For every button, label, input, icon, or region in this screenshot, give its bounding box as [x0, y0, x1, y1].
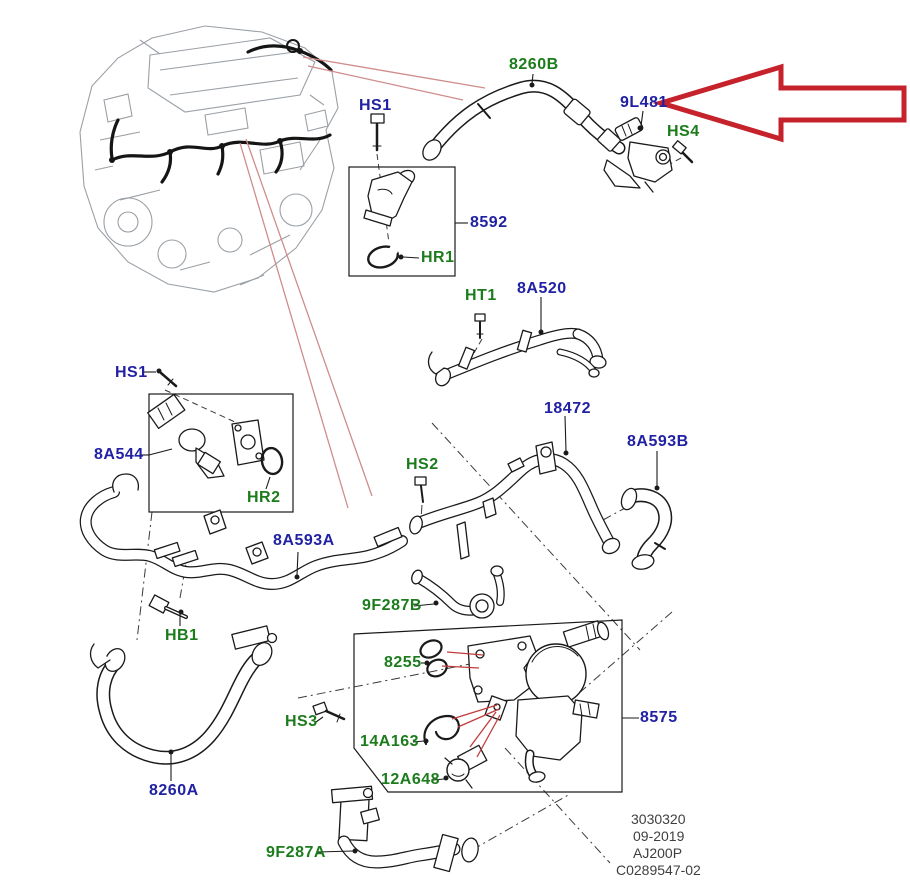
part-label-HS1-top: HS1 [359, 97, 392, 114]
part-9L481-connector [603, 117, 673, 193]
part-label-HS2: HS2 [406, 456, 439, 473]
part-8A544-connector [147, 393, 284, 479]
part-label-8A593A: 8A593A [273, 532, 335, 549]
part-label-18472: 18472 [544, 400, 591, 417]
part-14A163-clip [423, 714, 460, 746]
part-label-9L481: 9L481 [620, 94, 668, 111]
part-HS2-bolt [414, 476, 427, 503]
part-HS4-bolt [671, 140, 694, 164]
bolt-alignment-dashes [164, 153, 682, 429]
part-label-HS3: HS3 [285, 713, 318, 730]
part-label-8260B: 8260B [509, 56, 559, 73]
footer-line-3: AJ200P [633, 845, 683, 861]
part-HS1-top-bolt [370, 113, 385, 152]
engine-hoses [109, 44, 333, 184]
part-label-HT1: HT1 [465, 287, 497, 304]
highlight-arrow [652, 63, 907, 143]
part-label-14A163: 14A163 [360, 733, 420, 750]
part-9F287B-elbow [411, 565, 505, 619]
part-label-9F287A: 9F287A [266, 844, 326, 861]
alignment-lines [136, 422, 673, 864]
part-8A520-pipe [427, 327, 607, 387]
part-HR2-oring [260, 446, 284, 476]
engine-illustration [79, 25, 339, 293]
label-leader-lines [140, 73, 658, 853]
part-8255-seals [419, 639, 448, 678]
part-9F287A-hose [330, 785, 479, 873]
part-label-8260A: 8260A [149, 782, 199, 799]
part-8592-connector [363, 169, 416, 269]
engine-reference-lines [239, 56, 486, 509]
footer-line-1: 3030320 [631, 811, 686, 827]
part-label-8A544: 8A544 [94, 446, 144, 463]
parts [79, 79, 694, 873]
footer-line-2: 09-2019 [633, 828, 685, 844]
box-8592 [348, 166, 456, 277]
part-label-HS1-left: HS1 [115, 364, 148, 381]
part-8575-thermostat [467, 620, 610, 783]
part-label-8575: 8575 [640, 709, 678, 726]
engine-top-fitting [286, 39, 300, 53]
part-label-8592: 8592 [470, 214, 508, 231]
part-HR1-oring [367, 245, 399, 269]
part-label-8A520: 8A520 [517, 280, 567, 297]
part-HT1-stud [474, 313, 486, 339]
part-8A593B-hose [620, 487, 673, 570]
box-8575 [353, 619, 623, 793]
part-8A593A-pipe [79, 473, 408, 590]
part-label-HR2: HR2 [247, 489, 281, 506]
part-label-8A593B: 8A593B [627, 433, 689, 450]
part-8260B-hose [422, 79, 626, 161]
part-label-8255: 8255 [384, 654, 422, 671]
engine-hose-fittings [109, 48, 303, 163]
leader-dots [168, 82, 660, 854]
part-HS3-bolt [312, 701, 346, 723]
part-label-HR1: HR1 [421, 249, 455, 266]
footer-line-4: C0289547-02 [616, 862, 701, 878]
part-label-9F287B: 9F287B [362, 597, 422, 614]
part-HS1-left-bolt [156, 368, 178, 388]
part-HB1-bolt [148, 594, 188, 619]
red-callout-lines [441, 651, 501, 758]
part-8260A-hose [89, 625, 278, 765]
part-18472-hose [409, 441, 621, 560]
part-label-HB1: HB1 [165, 627, 199, 644]
part-label-12A648: 12A648 [381, 771, 441, 788]
part-label-HS4: HS4 [667, 123, 700, 140]
